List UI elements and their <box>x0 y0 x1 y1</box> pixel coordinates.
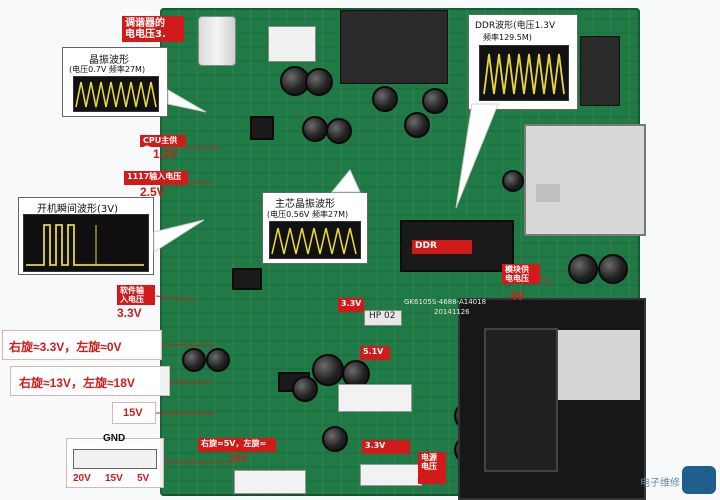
rotary-13v-box: 右旋≈13V，左旋≈18V <box>10 366 170 396</box>
boot-wave-display <box>23 214 149 272</box>
capacitor-10 <box>598 254 628 284</box>
top-black-connector <box>340 10 448 84</box>
ddr-wave-subtitle: 频率129.5M) <box>483 33 532 42</box>
capacitor-11 <box>312 354 344 386</box>
board-model: GK6105S-4688-A14018 <box>404 298 487 306</box>
capacitor-18 <box>322 426 348 452</box>
rf-module <box>524 124 646 236</box>
rf-connector <box>198 16 236 66</box>
ddr-wave-svg <box>483 53 565 95</box>
mid-box-1: 3.3V <box>338 298 364 312</box>
main-crystal-subtitle: (电压0.56V 频率27M) <box>267 210 349 219</box>
main-crystal-svg <box>271 227 357 255</box>
middle-white-connector <box>338 384 412 412</box>
bottom-left-value: 20V <box>230 454 248 465</box>
capacitor-9 <box>568 254 598 284</box>
ddr-wave-display <box>479 45 569 101</box>
crystal-wave-subtitle: (电压0.7V 频率27M) <box>69 65 146 74</box>
hp-label: HP 02 <box>369 311 396 321</box>
boot-wave-box: 开机瞬间波形(3V) <box>18 197 154 275</box>
software-input-title-box: 软件输 入电压 <box>117 285 155 305</box>
rotary-13v-label: 右旋≈13V，左旋≈18V <box>19 376 135 390</box>
capacitor-16 <box>182 348 206 372</box>
connector-5v-label: 5V <box>137 473 150 484</box>
hp-label-box <box>364 310 402 326</box>
watermark-logo-icon <box>682 466 716 494</box>
small-chip-2 <box>232 268 262 290</box>
tuner-voltage-box: 调谐器的 电电压3. <box>122 16 184 42</box>
capacitor-17 <box>206 348 230 372</box>
boot-wave-svg <box>26 224 144 266</box>
watermark: 电子维修 <box>640 478 680 489</box>
module-power-value: 4V <box>510 289 525 303</box>
capacitor-5 <box>372 86 398 112</box>
main-crystal-title: 主芯晶振波形 <box>275 199 335 210</box>
connector-diagram: GND 20V 15V 5V <box>66 433 164 488</box>
module-power-title-box: 模块供 电电压 <box>502 264 540 284</box>
main-crystal-display <box>269 221 361 259</box>
bottom-mid-box: 3.3V <box>362 440 410 454</box>
crystal-wave-title: 晶振波形 <box>89 55 129 66</box>
connector-15v-label: 15V <box>105 473 123 484</box>
crystal-wave-svg <box>75 81 157 108</box>
boot-wave-title: 开机瞬间波形(3V) <box>37 204 119 215</box>
connector-20v-label: 20V <box>73 473 91 484</box>
capacitor-7 <box>422 88 448 114</box>
bottom-right-line-1: 电源 <box>421 453 437 462</box>
ddr-wave-title: DDR波形(电压1.3V <box>475 21 556 31</box>
top-right-header <box>580 36 620 106</box>
capacitor-6 <box>404 112 430 138</box>
top-white-connector <box>268 26 316 62</box>
capacitor-13 <box>292 376 318 402</box>
cpu-voltage-title-box: CPU主供电 <box>140 135 186 154</box>
bottom-white-connector <box>234 470 306 494</box>
board-date: 20141126 <box>434 308 470 316</box>
ldo1117-title-box: 1117输入电压 <box>124 171 188 185</box>
rotary-3v-label: 右旋≈3.3V，左旋≈0V <box>9 340 122 354</box>
main-crystal-wave-box: 主芯晶振波形 (电压0.56V 频率27M) <box>262 192 368 264</box>
ddr-chip-label: DDR <box>412 240 472 254</box>
connector-gnd-label: GND <box>103 433 126 444</box>
capacitor-4 <box>326 118 352 144</box>
small-chip-1 <box>250 116 274 140</box>
heatsink-panel <box>484 328 558 472</box>
rf-module-label <box>536 184 560 202</box>
software-input-value: 3.3V <box>117 306 142 320</box>
mid-box-2: 5.1V <box>360 346 390 360</box>
ddr-wave-box: DDR波形(电压1.3V 频率129.5M) <box>468 14 578 110</box>
bottom-right-box: 电源 电压 <box>418 452 446 484</box>
heatsink-insert <box>542 330 640 400</box>
capacitor-2 <box>305 68 333 96</box>
ldo1117-value: 2.5V <box>140 185 165 199</box>
bottom-right-line-2: 电压 <box>421 461 437 471</box>
crystal-wave-box: 晶振波形 (电压0.7V 频率27M) <box>62 47 168 117</box>
cpu-voltage-value: 1.2V <box>153 147 178 161</box>
connector-body <box>73 449 157 469</box>
voltage-15v-box: 15V <box>112 402 156 424</box>
bottom-left-box: 右旋≈5V，左旋≈ <box>198 438 276 452</box>
voltage-15v-label: 15V <box>123 407 143 419</box>
capacitor-8 <box>502 170 524 192</box>
crystal-wave-display <box>73 76 159 112</box>
rotary-3v-box: 右旋≈3.3V，左旋≈0V <box>2 330 162 360</box>
